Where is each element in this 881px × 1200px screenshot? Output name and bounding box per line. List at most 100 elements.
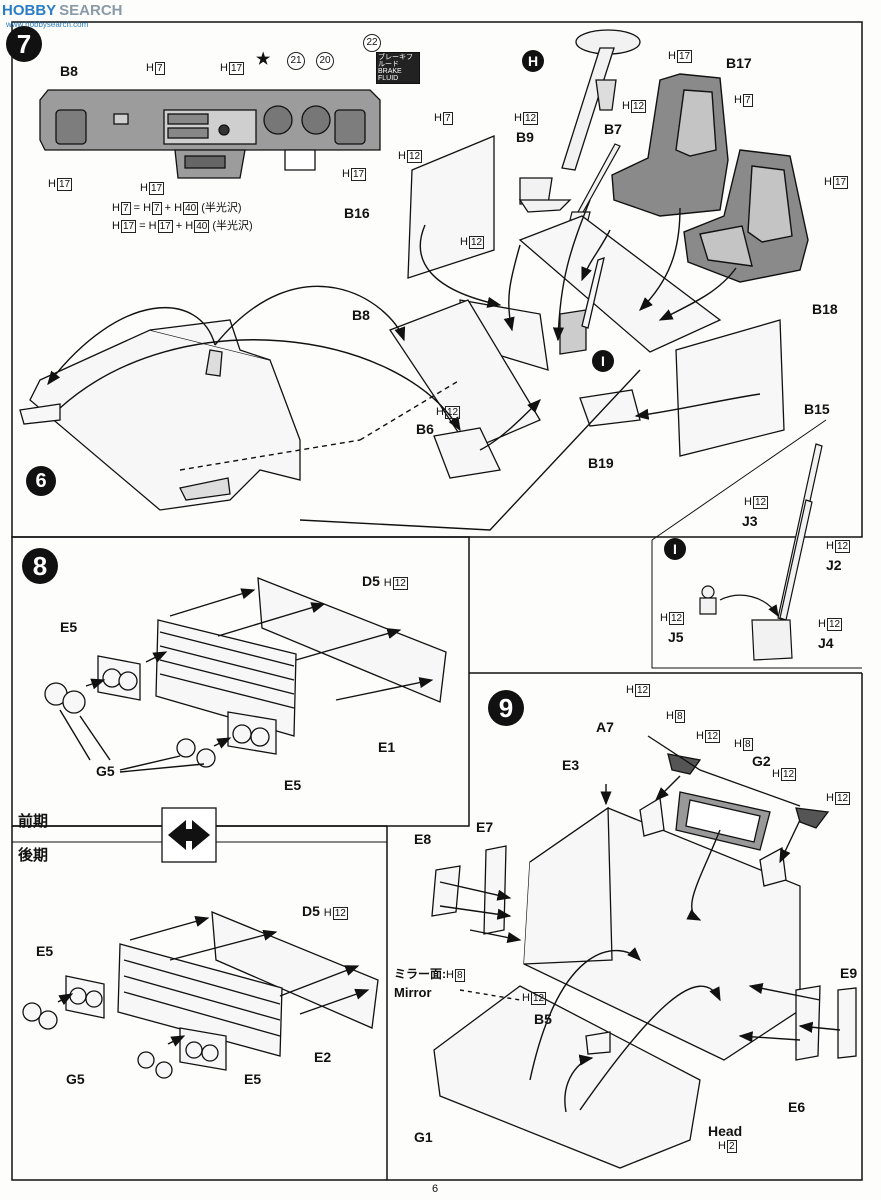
color-code: 17 bbox=[120, 220, 137, 233]
color-prefix: H bbox=[824, 176, 832, 188]
steering-column bbox=[518, 29, 641, 213]
decal-22: 22 bbox=[363, 34, 381, 52]
part-e8: E8 bbox=[414, 831, 432, 847]
part-e1: E1 bbox=[378, 739, 396, 755]
color-code: 12 bbox=[834, 792, 851, 805]
color-code: 7 bbox=[120, 202, 131, 215]
color-code: 17 bbox=[832, 176, 849, 189]
color-prefix: H bbox=[436, 406, 444, 418]
part-e5-d: E5 bbox=[244, 1071, 262, 1087]
color-code: 12 bbox=[634, 684, 651, 697]
color-code: 8 bbox=[674, 710, 685, 723]
color-prefix: H bbox=[826, 540, 834, 552]
step8-late-arrows bbox=[57, 916, 370, 1047]
step8-arrows bbox=[59, 588, 434, 773]
marker-i-detail: I bbox=[664, 538, 686, 560]
part-b15: B15 bbox=[804, 401, 830, 417]
color-prefix: H bbox=[696, 730, 704, 742]
part-j2: J2 bbox=[826, 557, 842, 573]
watermark-word: SEARCH bbox=[59, 2, 123, 19]
color-code: 40 bbox=[183, 202, 199, 215]
color-code: 17 bbox=[228, 62, 245, 75]
part-a7: A7 bbox=[596, 719, 614, 735]
color-code: 17 bbox=[350, 168, 367, 181]
color-code: 7 bbox=[442, 112, 453, 125]
part-g5-late: G5 bbox=[66, 1071, 85, 1087]
variant-switch-symbol bbox=[161, 807, 217, 863]
color-code: 17 bbox=[56, 178, 73, 191]
seats bbox=[611, 73, 809, 283]
part-g2: G2 bbox=[752, 753, 771, 769]
color-code: 12 bbox=[406, 150, 423, 163]
part-b19: B19 bbox=[588, 455, 614, 471]
color-prefix: H bbox=[146, 62, 154, 74]
color-code: 17 bbox=[157, 220, 173, 233]
grille-early bbox=[44, 577, 447, 768]
color-code: 12 bbox=[630, 100, 647, 113]
late-model-label: 後期 bbox=[18, 847, 49, 864]
part-b17: B17 bbox=[726, 55, 752, 71]
color-code: 12 bbox=[468, 236, 485, 249]
color-prefix: H bbox=[734, 738, 742, 750]
color-prefix: H bbox=[622, 100, 630, 112]
color-prefix: H bbox=[744, 496, 752, 508]
part-e6: E6 bbox=[788, 1099, 806, 1115]
part-head: Head bbox=[708, 1123, 743, 1139]
part-b16: B16 bbox=[344, 205, 370, 221]
step-8-number: 8 bbox=[22, 548, 58, 584]
decal-20: 20 bbox=[316, 52, 334, 70]
part-b9: B9 bbox=[516, 129, 534, 145]
part-g1: G1 bbox=[414, 1129, 433, 1145]
step-7-number: 7 bbox=[6, 26, 42, 62]
color-code: 12 bbox=[752, 496, 769, 509]
marker-h: H bbox=[522, 50, 544, 72]
color-code: 17 bbox=[148, 182, 165, 195]
color-prefix: H bbox=[434, 112, 442, 124]
color-prefix: H bbox=[734, 94, 742, 106]
step-6-callout: 6 bbox=[26, 466, 56, 496]
early-model-label: 前期 bbox=[18, 813, 49, 830]
color-code: 7 bbox=[742, 94, 753, 107]
star-icon: ★ bbox=[256, 51, 271, 68]
color-code: 12 bbox=[826, 618, 843, 631]
decal-21: 21 bbox=[287, 52, 305, 70]
color-prefix: H bbox=[220, 62, 228, 74]
color-code: 12 bbox=[530, 992, 547, 1005]
part-j5: J5 bbox=[668, 629, 684, 645]
color-prefix: H bbox=[112, 202, 120, 214]
mirror-jp: ミラー面: bbox=[394, 967, 446, 981]
color-prefix: H bbox=[140, 182, 148, 194]
part-g5: G5 bbox=[96, 763, 115, 779]
color-prefix: H bbox=[522, 992, 530, 1004]
color-prefix: H bbox=[460, 236, 468, 248]
part-b6: B6 bbox=[416, 421, 434, 437]
part-b7: B7 bbox=[604, 121, 622, 137]
mirror-en-label: Mirror bbox=[394, 985, 432, 1000]
step-9-number: 9 bbox=[488, 690, 524, 726]
